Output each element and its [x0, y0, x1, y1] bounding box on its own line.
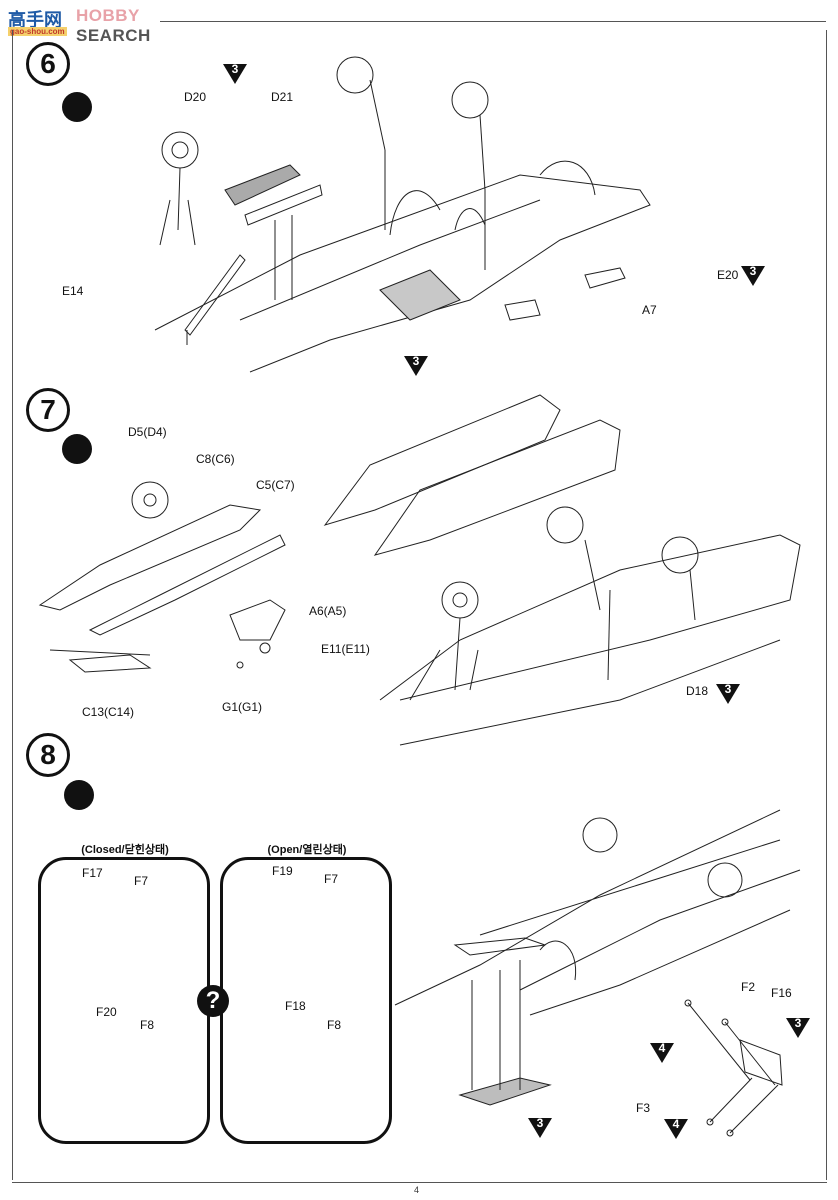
paint-marker-number: 3 — [231, 62, 239, 76]
step7-fuselage-drawing — [323, 394, 801, 746]
paint-marker-triangle — [404, 356, 428, 376]
part-label-f19: F19 — [272, 864, 293, 878]
closed-option-title: (Closed/닫힌상태) — [81, 844, 169, 856]
step6-fuselage-drawing — [154, 56, 651, 373]
watermark-url: gao-shou.com — [8, 27, 67, 36]
part-label-f16: F16 — [771, 986, 792, 1000]
watermark-brand: HOBBY SEARCH — [76, 6, 204, 46]
paint-marker-triangle — [650, 1043, 674, 1063]
watermark-cn-text: 高手网 — [8, 10, 62, 30]
open-option-panel — [220, 857, 392, 1144]
paint-marker-number: 3 — [794, 1016, 802, 1030]
paint-marker-triangle — [786, 1018, 810, 1038]
step8-fuselage-drawing — [394, 809, 801, 1106]
watermark-logo: 高手网 HOBBY SEARCH gao-shou.com — [4, 2, 204, 45]
part-label-f2: F2 — [741, 980, 756, 994]
paint-marker-number: 3 — [724, 682, 732, 696]
part-label-e11: E11(E11) — [321, 642, 370, 656]
part-label-g1: G1(G1) — [222, 700, 263, 714]
paint-marker-number: 3 — [412, 354, 420, 368]
part-label-f7-closed: F7 — [134, 874, 149, 888]
part-label-f20: F20 — [96, 1005, 117, 1019]
watermark-hobby: HOBBY — [76, 6, 140, 25]
part-label-a6: A6(A5) — [309, 604, 347, 618]
part-label-f18: F18 — [285, 999, 306, 1013]
paint-marker-number: 4 — [658, 1041, 666, 1055]
step-6-number: 6 — [26, 42, 70, 86]
paint-marker-triangle — [716, 684, 740, 704]
part-label-d21: D21 — [271, 90, 294, 104]
closed-option-panel — [38, 857, 210, 1144]
part-label-f17: F17 — [82, 866, 103, 880]
part-label-d18: D18 — [686, 684, 709, 698]
part-label-e14: E14 — [62, 284, 84, 298]
page-frame-left — [12, 30, 13, 1180]
page-number: 4 — [414, 1185, 420, 1195]
open-option-title: (Open/열린상태) — [267, 844, 347, 856]
watermark-search: SEARCH — [76, 26, 151, 45]
part-label-c8: C8(C6) — [196, 452, 235, 466]
paint-marker-triangle — [664, 1119, 688, 1139]
page-frame-right — [826, 30, 827, 1180]
part-label-c13: C13(C14) — [82, 705, 135, 719]
paint-marker-number: 3 — [749, 264, 757, 278]
part-label-d20: D20 — [184, 90, 207, 104]
step8-struts-drawing — [684, 999, 783, 1137]
part-label-f3: F3 — [636, 1101, 651, 1115]
part-label-f8-open: F8 — [327, 1018, 342, 1032]
page-frame-top — [160, 21, 826, 22]
paint-marker-triangle — [741, 266, 765, 286]
part-label-c5: C5(C7) — [256, 478, 295, 492]
step-7-number: 7 — [26, 388, 70, 432]
step-8-number: 8 — [26, 733, 70, 777]
part-label-f8-closed: F8 — [140, 1018, 155, 1032]
part-label-a7: A7 — [642, 303, 657, 317]
paint-marker-number: 4 — [672, 1117, 680, 1131]
cement-glue-icon — [62, 434, 92, 464]
question-mark-icon: ? — [197, 985, 229, 1017]
cement-glue-icon — [62, 92, 92, 122]
page-frame-bottom — [12, 1182, 827, 1183]
cement-glue-icon — [64, 780, 94, 810]
part-label-e20: E20 — [717, 268, 739, 282]
part-label-d5: D5(D4) — [128, 425, 167, 439]
step7-parts-drawing — [38, 481, 286, 673]
paint-marker-number: 3 — [536, 1116, 544, 1130]
paint-marker-triangle — [223, 64, 247, 84]
paint-marker-triangle — [528, 1118, 552, 1138]
part-label-f7-open: F7 — [324, 872, 339, 886]
